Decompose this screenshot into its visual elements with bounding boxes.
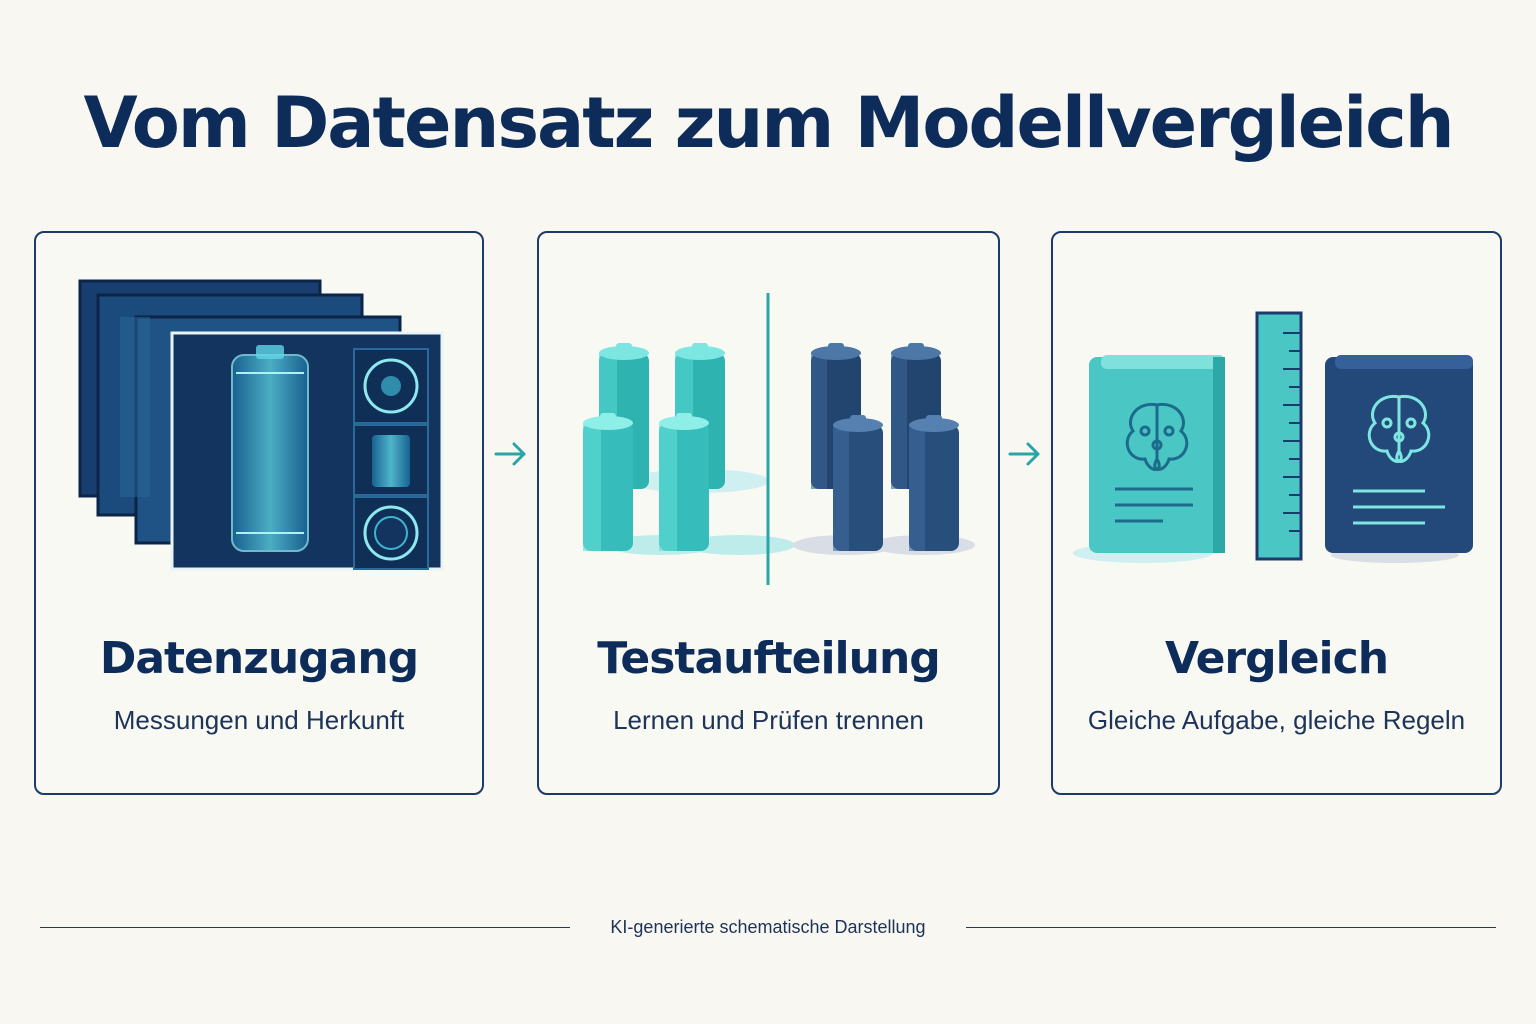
step-card-test-split: Testaufteilung Lernen und Prüfen trennen [537, 231, 1000, 795]
step-subtitle: Lernen und Prüfen trennen [613, 705, 924, 735]
footer-divider-left [40, 927, 570, 928]
model-comparison-icon [1073, 311, 1473, 563]
footer-caption: KI-generierte schematische Darstellung [610, 917, 926, 937]
page-title: Vom Datensatz zum Modellvergleich [83, 82, 1454, 164]
step-card-data-access: Datenzugang Messungen und Herkunft [34, 231, 484, 795]
step-title: Vergleich [1164, 633, 1389, 684]
battery-split-icon [583, 293, 975, 585]
arrow-right-icon [1008, 442, 1040, 466]
step-subtitle: Messungen und Herkunft [113, 705, 405, 735]
footer-divider-right [966, 927, 1496, 928]
arrow-right-icon [494, 442, 526, 466]
step-card-comparison: Vergleich Gleiche Aufgabe, gleiche Regel… [1051, 231, 1502, 795]
step-subtitle: Gleiche Aufgabe, gleiche Regeln [1087, 705, 1466, 735]
step-title: Testaufteilung [597, 633, 941, 684]
step-title: Datenzugang [99, 633, 419, 684]
battery-scan-images-icon [78, 279, 444, 571]
